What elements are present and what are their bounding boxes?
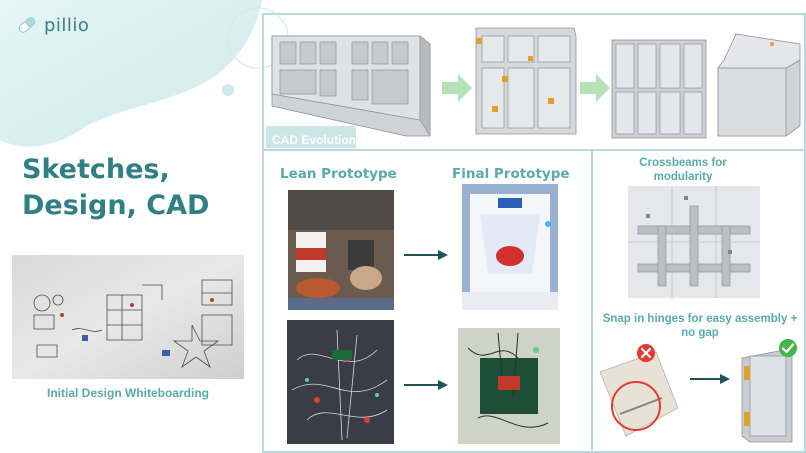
cad-model-v4 [717, 33, 801, 137]
hinges-title: Snap in hinges for easy assembly + no ga… [602, 313, 798, 339]
title-line-1: Sketches, [22, 154, 170, 185]
lean-prototype-title: Lean Prototype [280, 166, 397, 182]
lean-prototype-photo-1 [288, 190, 394, 310]
cad-arrow-2 [580, 74, 610, 102]
crossbeams-cad-image [628, 186, 760, 298]
lean-to-final-arrow-1 [404, 250, 448, 260]
crossbeams-title: Crossbeams for modularity [639, 157, 727, 183]
cad-evolution-images [266, 27, 801, 148]
brand-name: pillio [44, 14, 90, 36]
cad-evolution-label: CAD Evolution [272, 133, 356, 147]
accept-check-icon [779, 339, 797, 357]
hinge-before-photo [596, 344, 680, 450]
cad-model-v1 [271, 35, 431, 138]
final-prototype-photo-2 [458, 328, 560, 444]
title-line-2: Design, CAD [22, 190, 210, 221]
lean-to-final-arrow-2 [404, 380, 448, 390]
features-frame [591, 149, 806, 453]
cad-model-v2 [475, 27, 577, 135]
hinge-after-cad-image [734, 342, 800, 446]
cad-model-v3 [611, 39, 707, 139]
brand-logo: pillio [16, 14, 89, 36]
whiteboard-sketch-photo [12, 255, 244, 379]
pill-icon [18, 17, 36, 33]
cad-arrow-1 [442, 74, 472, 102]
lean-prototype-photo-2 [287, 320, 394, 444]
page-title: Sketches, Design, CAD [22, 152, 209, 224]
final-prototype-photo-1 [462, 184, 558, 310]
final-prototype-title: Final Prototype [452, 166, 570, 182]
whiteboard-caption: Initial Design Whiteboarding [47, 386, 209, 400]
reject-x-icon [637, 344, 655, 362]
hinge-arrow [690, 374, 730, 384]
